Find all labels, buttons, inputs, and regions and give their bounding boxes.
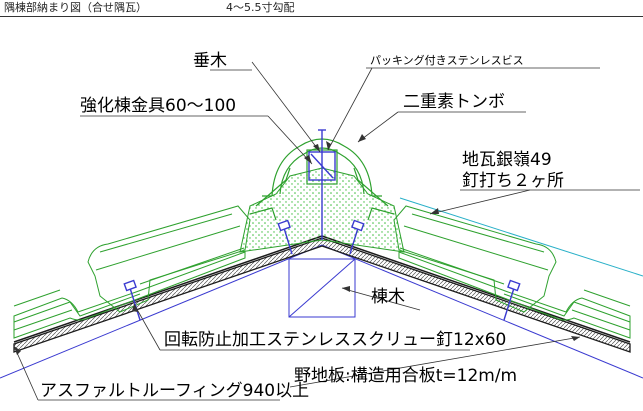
label-jigawara: 地瓦銀嶺49: [462, 150, 552, 170]
label-kugi: 釘打ち２ヶ所: [462, 171, 564, 191]
screw-left-lower: [123, 279, 141, 321]
ground-tile-left: [13, 205, 251, 339]
rafter-outline: [0, 244, 643, 379]
label-munagi: 棟木: [371, 287, 405, 307]
ridge-bracket: [308, 129, 336, 240]
label-asphalt: アスファルトルーフィング940以上: [40, 381, 309, 401]
ridge-crown-tile: [249, 138, 395, 221]
label-nijyu-tonbo: 二重素トンボ: [403, 92, 505, 112]
label-screw-nail: 回転防止加工ステンレススクリュー釘12x60: [164, 330, 506, 350]
label-taruki: 垂木: [193, 51, 227, 71]
ridge-section-drawing: 垂木 パッキング付きステンレスビス 強化棟金具60〜100 二重素トンボ 地瓦銀…: [0, 51, 643, 401]
label-nojiita: 野地板:構造用合板t=12m/m: [294, 366, 517, 386]
ground-tile-right: [393, 205, 631, 339]
ridge-beam: [288, 258, 356, 318]
leader-arrows: [14, 134, 580, 355]
label-packing-screw: パッキング付きステンレスビス: [370, 53, 524, 67]
screw-right-upper: [349, 219, 365, 255]
roof-pitch-label: 4〜5.5寸勾配: [226, 1, 295, 14]
label-kyouka-kanagu: 強化棟金具60〜100: [80, 96, 236, 116]
screw-left-upper: [277, 219, 293, 255]
tile-nail-line: [399, 197, 643, 277]
title-bar: 隅棟部納まり図（合せ隅瓦） 4〜5.5寸勾配: [0, 0, 643, 17]
screw-right-lower: [503, 279, 521, 321]
leader-lines: [13, 61, 640, 401]
drawing-title: 隅棟部納まり図（合せ隅瓦）: [4, 1, 147, 14]
